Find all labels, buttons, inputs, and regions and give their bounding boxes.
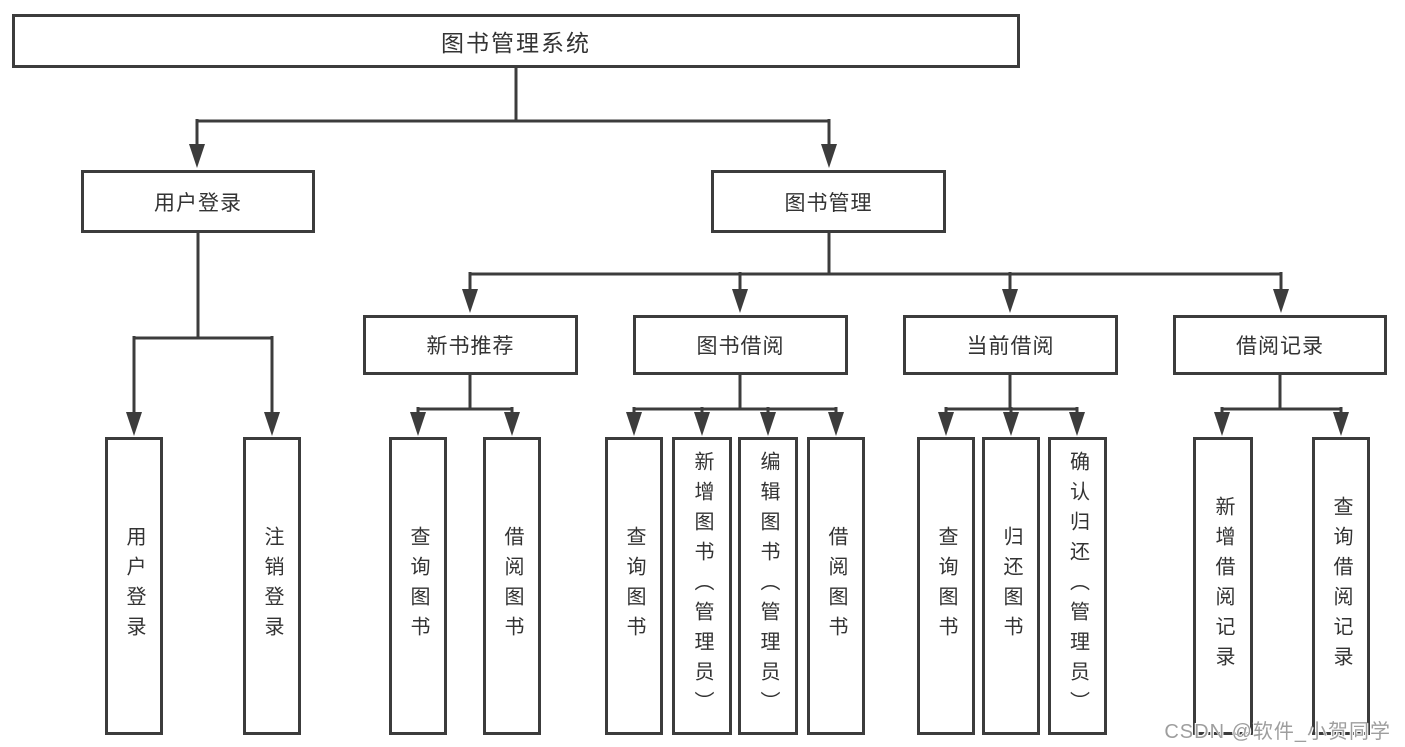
leaf-query-books-borrow: 查询图书: [605, 437, 663, 735]
node-label: 归还图书: [1000, 526, 1022, 646]
node-label: 新书推荐: [426, 335, 515, 358]
leaf-user-login: 用户登录: [105, 437, 163, 735]
node-label: 查询图书: [407, 526, 429, 646]
leaf-logout: 注销登录: [243, 437, 301, 735]
node-label: 用户登录: [123, 526, 145, 646]
node-borrow-records: 借阅记录: [1173, 315, 1387, 375]
node-label: 编辑图书（管理员）: [757, 451, 779, 721]
node-label: 注销登录: [261, 526, 283, 646]
node-label: 借阅记录: [1236, 335, 1324, 358]
node-label: 查询图书: [935, 526, 957, 646]
node-label: 图书管理: [784, 191, 873, 215]
leaf-return-books: 归还图书: [982, 437, 1040, 735]
node-label: 查询图书: [623, 526, 645, 646]
leaf-borrow-books-newb: 借阅图书: [483, 437, 541, 735]
node-label: 用户登录: [154, 191, 242, 215]
node-library-management-system: 图书管理系统: [12, 14, 1020, 68]
node-book-management: 图书管理: [711, 170, 946, 233]
leaf-confirm-return-admin: 确认归还（管理员）: [1048, 437, 1107, 735]
node-label: 借阅图书: [825, 526, 847, 646]
node-label: 图书借阅: [696, 335, 785, 358]
node-label: 新增借阅记录: [1212, 496, 1234, 676]
node-label: 查询借阅记录: [1330, 496, 1352, 676]
leaf-query-books-current: 查询图书: [917, 437, 975, 735]
node-current-borrowing: 当前借阅: [903, 315, 1118, 375]
node-label: 新增图书（管理员）: [691, 451, 713, 721]
leaf-borrow-books: 借阅图书: [807, 437, 865, 735]
leaf-add-books-admin: 新增图书（管理员）: [672, 437, 732, 735]
node-new-book-recommend: 新书推荐: [363, 315, 578, 375]
leaf-add-borrow-record: 新增借阅记录: [1193, 437, 1253, 735]
csdn-watermark: CSDN @软件_小贺同学: [1164, 721, 1391, 743]
node-label: 确认归还（管理员）: [1066, 451, 1089, 721]
leaf-query-borrow-record: 查询借阅记录: [1312, 437, 1370, 735]
node-label: 当前借阅: [966, 335, 1055, 358]
node-label: 借阅图书: [501, 526, 523, 646]
leaf-query-books-newb: 查询图书: [389, 437, 447, 735]
leaf-edit-books-admin: 编辑图书（管理员）: [738, 437, 798, 735]
node-user-login: 用户登录: [81, 170, 315, 233]
node-label: 图书管理系统: [441, 30, 591, 56]
node-book-borrowing: 图书借阅: [633, 315, 848, 375]
